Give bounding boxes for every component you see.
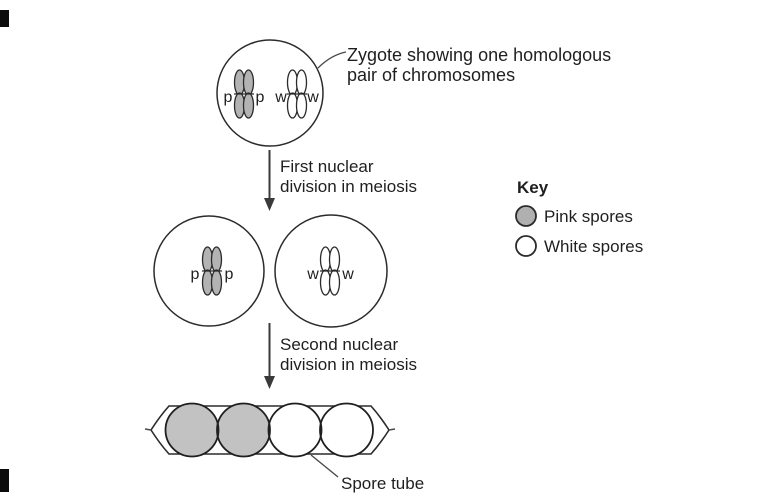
spore-outline-4	[319, 402, 374, 458]
key-label-white-spores: White spores	[544, 237, 643, 256]
key-title: Key	[517, 178, 549, 197]
key-label-pink-spores: Pink spores	[544, 207, 633, 226]
zygote-annotation-leader-line	[317, 51, 347, 69]
zygote-chromosome-pink	[233, 69, 255, 119]
allele-label-p: p	[225, 266, 234, 283]
zygote-cell	[216, 39, 324, 147]
pink-spore-swatch	[515, 205, 537, 227]
spore-fill-3	[268, 403, 322, 457]
daughter-chromosome-white	[319, 246, 341, 296]
spore-tube-left-tip	[144, 428, 152, 431]
first-division-label-line2: division in meiosis	[280, 177, 417, 196]
spore-outline-3	[267, 402, 323, 458]
spore-outline-1	[164, 402, 220, 458]
spore-fill-1	[165, 403, 219, 457]
scan-mark-bottom	[0, 469, 9, 492]
white-spore-swatch	[515, 235, 537, 257]
second-division-label-line1: Second nuclear	[280, 335, 398, 354]
allele-label-w: w	[306, 266, 319, 283]
spore-tube-right-tip	[388, 428, 396, 431]
first-division-label-line1: First nuclear	[280, 157, 374, 176]
allele-label-w: w	[341, 266, 354, 283]
allele-label-w: w	[306, 89, 319, 106]
zygote-chromosome-white	[286, 69, 308, 119]
down-arrow-first-division	[264, 150, 275, 211]
allele-label-w: w	[274, 89, 287, 106]
zygote-annotation-line2: pair of chromosomes	[347, 65, 515, 85]
spore-fill-2	[217, 403, 270, 457]
zygote-annotation-line1: Zygote showing one homologous	[347, 45, 611, 65]
down-arrow-second-division	[264, 323, 275, 389]
spore-tube-leader-line	[310, 454, 339, 478]
spore-tube-label: Spore tube	[341, 474, 424, 493]
allele-label-p: p	[191, 266, 200, 283]
allele-label-p: p	[224, 89, 233, 106]
spore-outline-2	[216, 402, 271, 458]
scan-mark-top	[0, 10, 9, 27]
daughter-chromosome-pink	[201, 246, 223, 296]
allele-label-p: p	[256, 89, 265, 106]
spore-fill-4	[320, 403, 373, 457]
second-division-label-line2: division in meiosis	[280, 355, 417, 374]
